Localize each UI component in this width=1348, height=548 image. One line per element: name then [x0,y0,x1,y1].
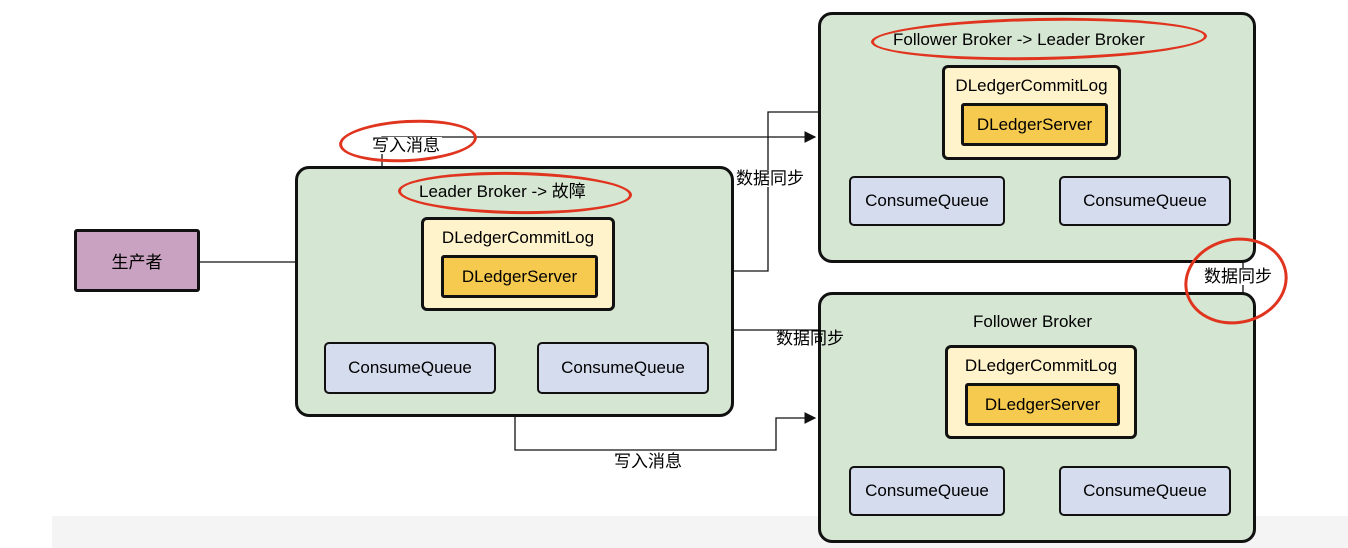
follower-bottom-queue-2-label: ConsumeQueue [1083,481,1207,500]
follower-top-queue-2-label: ConsumeQueue [1083,191,1207,210]
follower-bottom-commitlog-label: DLedgerCommitLog [964,356,1118,375]
edge-label-sync-followers: 数据同步 [1203,267,1273,286]
follower-top-broker: DLedgerCommitLog DLedgerServer ConsumeQu… [818,12,1256,263]
leader-commitlog: DLedgerCommitLog DLedgerServer [421,217,615,311]
edge-label-write-bottom: 写入消息 [612,452,684,471]
follower-bottom-queue-2: ConsumeQueue [1059,466,1231,516]
follower-top-title: Follower Broker -> Leader Broker [893,30,1145,49]
leader-queue-1: ConsumeQueue [324,342,496,394]
leader-server: DLedgerServer [441,255,598,298]
follower-bottom-queue-1-label: ConsumeQueue [865,481,989,500]
follower-top-queue-1-label: ConsumeQueue [865,191,989,210]
follower-bottom-broker: Follower Broker DLedgerCommitLog DLedger… [818,292,1256,543]
follower-bottom-queue-1: ConsumeQueue [849,466,1005,516]
leader-commitlog-label: DLedgerCommitLog [441,228,595,247]
edge-label-sync-leader-top: 数据同步 [735,169,805,188]
leader-queue-1-label: ConsumeQueue [348,358,472,377]
leader-queue-2: ConsumeQueue [537,342,709,394]
follower-bottom-commitlog: DLedgerCommitLog DLedgerServer [945,345,1137,439]
follower-top-server: DLedgerServer [961,103,1108,146]
follower-top-commitlog-label: DLedgerCommitLog [955,76,1108,95]
edge-leader-write-bottom [514,412,817,451]
follower-bottom-title: Follower Broker [973,312,1093,331]
leader-server-label: DLedgerServer [461,266,578,286]
leader-broker-title: Leader Broker -> 故障 [419,182,586,201]
follower-bottom-server: DLedgerServer [965,383,1120,426]
follower-top-queue-1: ConsumeQueue [849,176,1005,226]
edge-label-sync-leader-bottom: 数据同步 [776,329,844,348]
follower-top-commitlog: DLedgerCommitLog DLedgerServer [942,65,1121,160]
follower-top-queue-2: ConsumeQueue [1059,176,1231,226]
leader-queue-2-label: ConsumeQueue [561,358,685,377]
producer-label: 生产者 [111,253,163,272]
producer-node: 生产者 [74,229,200,292]
follower-top-server-label: DLedgerServer [976,114,1093,134]
edge-label-write-top: 写入消息 [370,136,442,155]
leader-broker: DLedgerCommitLog DLedgerServer ConsumeQu… [295,166,734,417]
follower-bottom-server-label: DLedgerServer [984,394,1101,414]
